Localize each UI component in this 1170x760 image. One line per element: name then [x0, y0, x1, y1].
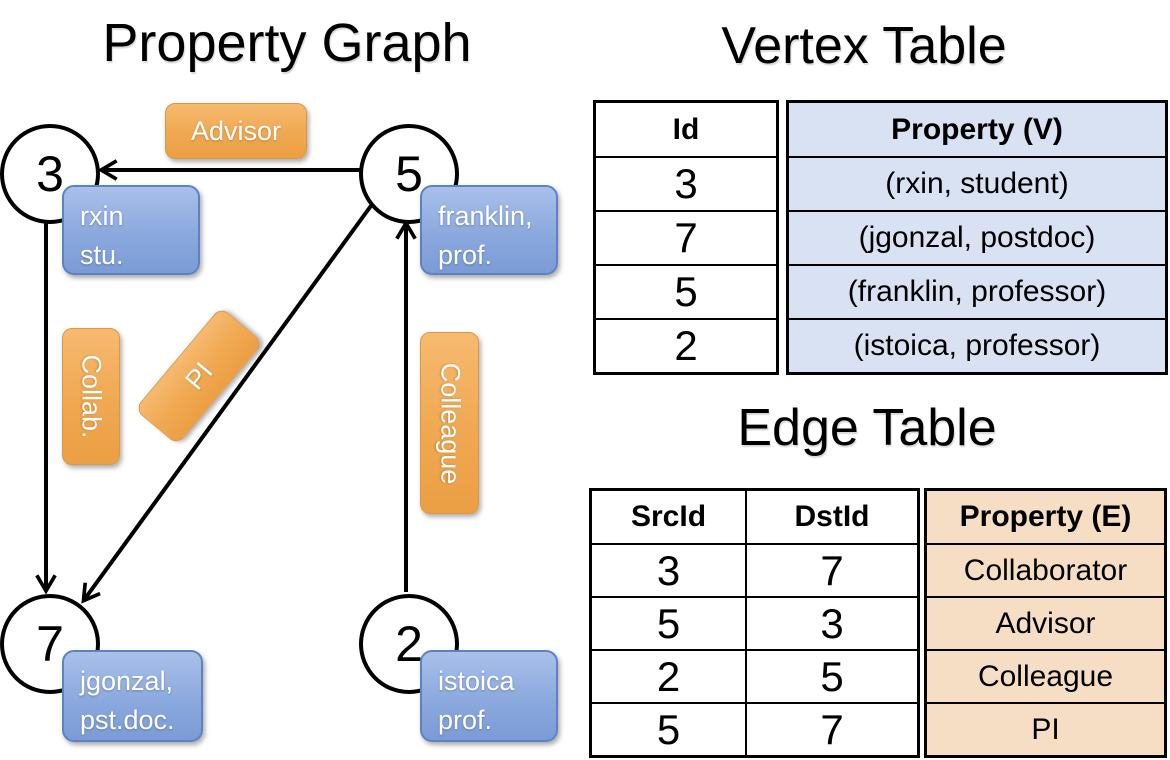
vertex-table-header-property: Property (V)	[789, 103, 1165, 156]
edge-label-text: Advisor	[190, 115, 282, 146]
edge-label-text: PI	[178, 356, 219, 396]
table-cell: 7	[596, 210, 776, 264]
edge-label-text: Colleague	[435, 362, 465, 484]
property-line: stu.	[80, 240, 124, 271]
property-line: pst.doc.	[80, 705, 175, 736]
vertex-node-2: 2	[359, 594, 459, 694]
table-cell: (istoica, professor)	[789, 318, 1165, 372]
table-cell: Colleague	[927, 649, 1164, 702]
table-cell: 5	[656, 599, 681, 647]
edge-label-collaborator: Collab.	[62, 328, 120, 465]
table-row: 5 3	[592, 596, 917, 649]
table-row: 2 5	[592, 649, 917, 702]
property-line: istoica	[438, 666, 515, 696]
edge-table-header-property: Property (E)	[927, 491, 1164, 543]
table-cell: (rxin, student)	[789, 156, 1165, 210]
edge-table-header-srcid: SrcId	[630, 500, 707, 533]
table-cell: Advisor	[927, 596, 1164, 649]
table-cell: 3	[596, 156, 776, 210]
table-row: SrcId DstId	[592, 491, 917, 543]
table-cell: 7	[745, 545, 917, 596]
node-property-franklin: franklin, prof.	[420, 185, 558, 275]
vertex-table-id-column: Id 3 7 5 2	[593, 100, 779, 375]
table-cell: 5	[656, 705, 681, 753]
edge-label-text: Collab.	[76, 354, 107, 439]
table-cell: Collaborator	[927, 543, 1164, 596]
table-cell: 5	[745, 651, 917, 702]
table-cell: 5	[596, 264, 776, 318]
edge-table-id-columns: SrcId DstId 3 7 5 3 2 5 5 7	[589, 488, 920, 758]
vertex-id: 2	[395, 616, 423, 672]
table-cell: (jgonzal, postdoc)	[789, 210, 1165, 264]
property-line: prof.	[438, 705, 493, 736]
table-cell: (franklin, professor)	[789, 264, 1165, 318]
table-cell: 7	[745, 704, 917, 755]
vertex-id: 3	[36, 146, 64, 202]
node-property-rxin: rxin stu.	[62, 185, 200, 275]
property-line: franklin,	[438, 201, 533, 231]
edge-line-pi	[81, 201, 375, 604]
property-line: prof.	[438, 240, 493, 271]
edge-table-title: Edge Table	[737, 399, 997, 457]
property-line: rxin	[80, 201, 124, 231]
vertex-id: 5	[395, 146, 423, 202]
vertex-table-title: Vertex Table	[721, 17, 1007, 75]
table-row: 3 7	[592, 543, 917, 596]
edge-label-advisor: Advisor	[165, 103, 307, 159]
property-graph-title: Property Graph	[102, 13, 472, 73]
vertex-table-header-id: Id	[672, 112, 700, 146]
graph-edges	[35, 159, 417, 604]
vertex-id: 7	[36, 616, 64, 672]
edge-label-colleague: Colleague	[420, 332, 479, 514]
node-property-jgonzal: jgonzal, pst.doc.	[62, 650, 203, 742]
edge-table-header-dstid: DstId	[745, 491, 917, 543]
node-property-istoica: istoica prof.	[420, 650, 558, 742]
edge-table-property-column: Property (E) Collaborator Advisor Collea…	[924, 488, 1167, 758]
table-cell: 3	[656, 546, 681, 594]
table-row: 5 7	[592, 702, 917, 755]
table-cell: 3	[745, 598, 917, 649]
table-cell: 2	[596, 318, 776, 372]
vertex-table-property-column: Property (V) (rxin, student) (jgonzal, p…	[786, 100, 1168, 375]
table-cell: 2	[656, 652, 681, 700]
property-line: jgonzal,	[80, 666, 174, 696]
table-cell: PI	[927, 702, 1164, 755]
